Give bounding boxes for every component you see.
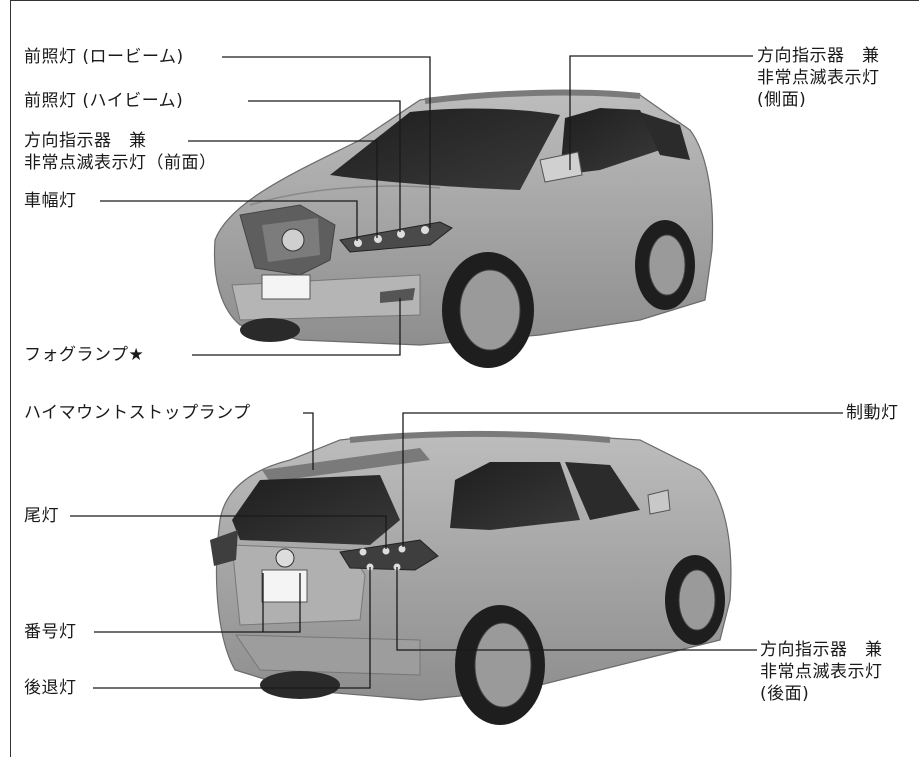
label-high-beam: 前照灯 (ハイビーム) xyxy=(24,91,184,111)
label-fog-lamp: フォグランプ★ xyxy=(24,345,145,365)
label-reverse-lamp: 後退灯 xyxy=(24,678,77,698)
label-license-lamp: 番号灯 xyxy=(24,622,77,642)
figure-frame xyxy=(10,0,919,757)
leader-lines-front xyxy=(100,55,753,356)
label-turn-signal-front: 方向指示器 兼 非常点滅表示灯（前面） xyxy=(24,130,217,174)
label-high-mount-stop-lamp: ハイマウントストップランプ xyxy=(24,403,251,423)
label-turn-signal-side-line3: (側面) xyxy=(757,90,807,110)
label-turn-signal-rear-line3: (後面) xyxy=(760,684,810,704)
label-side-lamp: 車幅灯 xyxy=(24,191,77,211)
label-turn-signal-front-line2: 非常点滅表示灯（前面） xyxy=(24,153,217,173)
label-turn-signal-rear-line1: 方向指示器 兼 xyxy=(760,640,883,660)
label-turn-signal-side: 方向指示器 兼 非常点滅表示灯 (側面) xyxy=(757,45,880,111)
label-tail-lamp: 尾灯 xyxy=(24,506,59,526)
label-turn-signal-front-line1: 方向指示器 兼 xyxy=(24,131,147,151)
label-turn-signal-rear: 方向指示器 兼 非常点滅表示灯 (後面) xyxy=(760,639,883,705)
rear-vehicle-image xyxy=(210,431,732,725)
label-turn-signal-rear-line2: 非常点滅表示灯 xyxy=(760,662,883,682)
label-turn-signal-side-line1: 方向指示器 兼 xyxy=(757,46,880,66)
leader-lines-rear xyxy=(70,412,843,689)
label-low-beam: 前照灯 (ロービーム) xyxy=(24,47,184,67)
label-turn-signal-side-line2: 非常点滅表示灯 xyxy=(757,68,880,88)
front-vehicle-image xyxy=(213,89,714,368)
label-stop-lamp: 制動灯 xyxy=(846,403,899,423)
